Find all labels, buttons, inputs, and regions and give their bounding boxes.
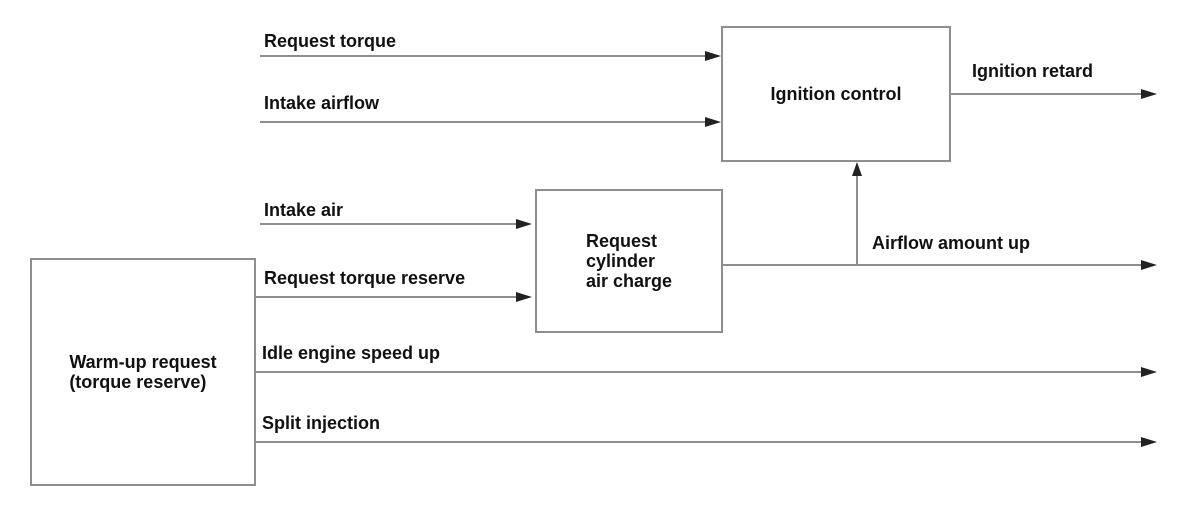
ignition-retard-line [951, 93, 1141, 95]
idle-engine-speed-up-arrowhead-icon [1141, 367, 1157, 377]
intake-airflow-line [260, 121, 706, 123]
intake-air-label: Intake air [264, 200, 344, 220]
airflow-amount-up-branch-line [856, 175, 858, 266]
warm-up-request-line1: Warm-up request [69, 352, 217, 372]
request-cylinder-line2: cylinder [585, 251, 655, 271]
request-torque-arrowhead-icon [705, 51, 721, 61]
warm-up-request-box: Warm-up request (torque reserve) [30, 258, 256, 486]
request-torque-label: Request torque [264, 31, 397, 51]
request-cylinder-line3: air charge [585, 271, 673, 291]
idle-engine-speed-up-label: Idle engine speed up [262, 343, 441, 363]
request-torque-reserve-line [256, 296, 516, 298]
ignition-control-box-label: Ignition control [770, 84, 902, 104]
split-injection-arrowhead-icon [1141, 437, 1157, 447]
intake-air-line [260, 223, 516, 225]
airflow-amount-up-arrowhead-icon [1141, 260, 1157, 270]
airflow-amount-up-label: Airflow amount up [872, 233, 1030, 253]
idle-engine-speed-up-line [256, 371, 1141, 373]
ignition-retard-arrowhead-icon [1141, 89, 1157, 99]
intake-airflow-arrowhead-icon [705, 117, 721, 127]
split-injection-label: Split injection [262, 413, 381, 433]
request-torque-reserve-label: Request torque reserve [264, 268, 466, 288]
intake-air-arrowhead-icon [516, 219, 532, 229]
split-injection-line [256, 441, 1141, 443]
airflow-amount-up-branch-arrowhead-icon [852, 162, 862, 176]
warm-up-request-line2: (torque reserve) [69, 372, 207, 392]
intake-airflow-label: Intake airflow [264, 93, 380, 113]
request-torque-reserve-arrowhead-icon [516, 292, 532, 302]
request-torque-line [260, 55, 706, 57]
request-cylinder-air-charge-box: Request cylinder air charge [535, 189, 723, 333]
warm-up-request-box-label: Warm-up request (torque reserve) [69, 352, 216, 392]
airflow-amount-up-line [723, 264, 1141, 266]
request-cylinder-line1: Request [585, 231, 657, 251]
ignition-retard-label: Ignition retard [972, 61, 1093, 81]
request-cylinder-air-charge-box-label: Request cylinder air charge [586, 231, 672, 291]
ignition-control-box: Ignition control [721, 26, 951, 162]
